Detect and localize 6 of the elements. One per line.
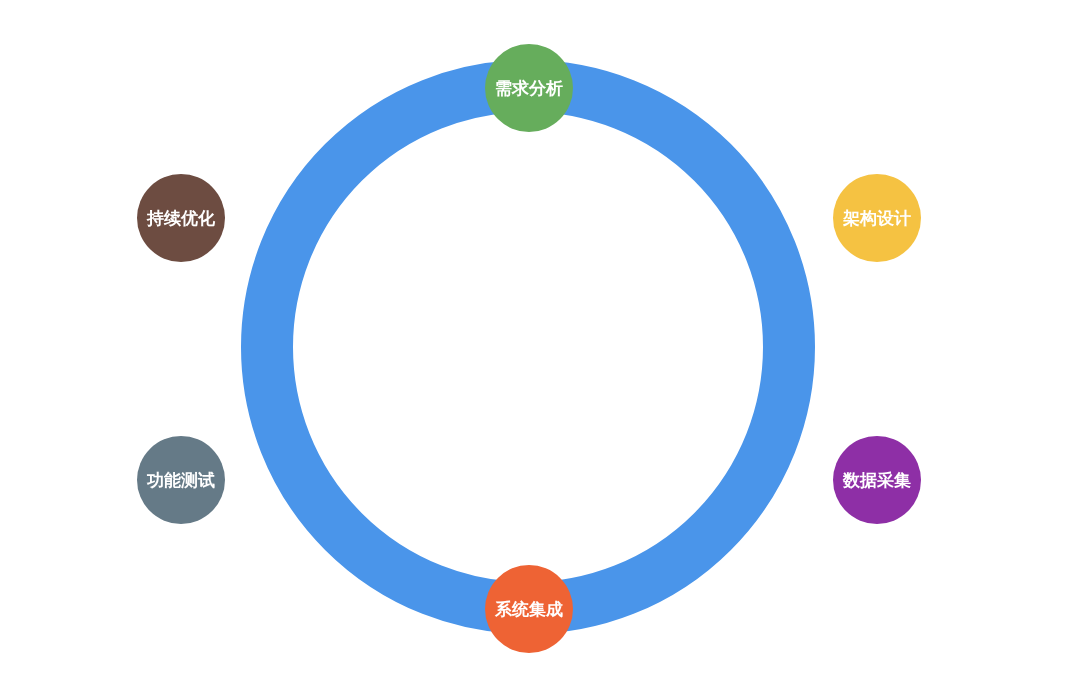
stage-label: 架构设计 [843, 206, 911, 230]
stage-label: 系统集成 [495, 597, 563, 621]
stage-label: 需求分析 [495, 76, 563, 100]
stage-label: 数据采集 [843, 468, 911, 492]
stage-label: 持续优化 [147, 206, 215, 230]
stage-label: 功能测试 [147, 468, 215, 492]
